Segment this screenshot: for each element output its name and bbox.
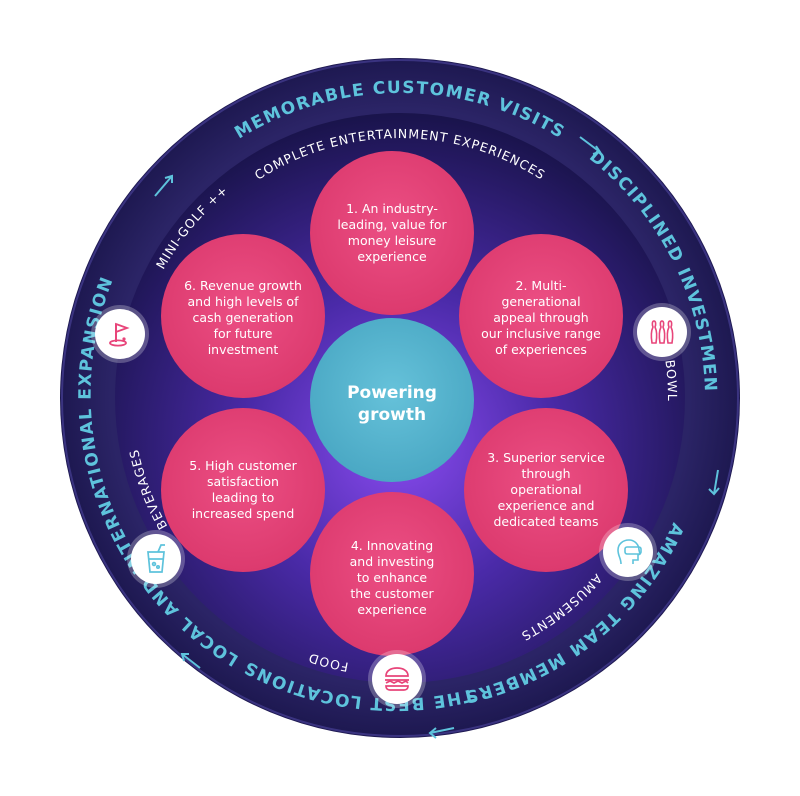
petal-2 <box>459 234 623 398</box>
center-circle <box>310 318 474 482</box>
burger-icon <box>372 654 422 704</box>
golf-flag-icon <box>95 309 145 359</box>
petal-5 <box>161 408 325 572</box>
arrow-bottom <box>429 727 455 734</box>
arrow-left <box>154 175 173 197</box>
arrow-bottom-left <box>181 653 201 669</box>
petal-6 <box>161 234 325 398</box>
ring-arrows <box>154 136 720 739</box>
vr-headset-icon <box>603 527 653 577</box>
petal-1 <box>310 151 474 315</box>
arrow-top-right <box>579 136 601 153</box>
petal-3 <box>464 408 628 572</box>
drink-icon <box>131 534 181 584</box>
bowling-pins-icon <box>637 307 687 357</box>
petal-4 <box>310 492 474 656</box>
arrow-right <box>713 469 719 495</box>
